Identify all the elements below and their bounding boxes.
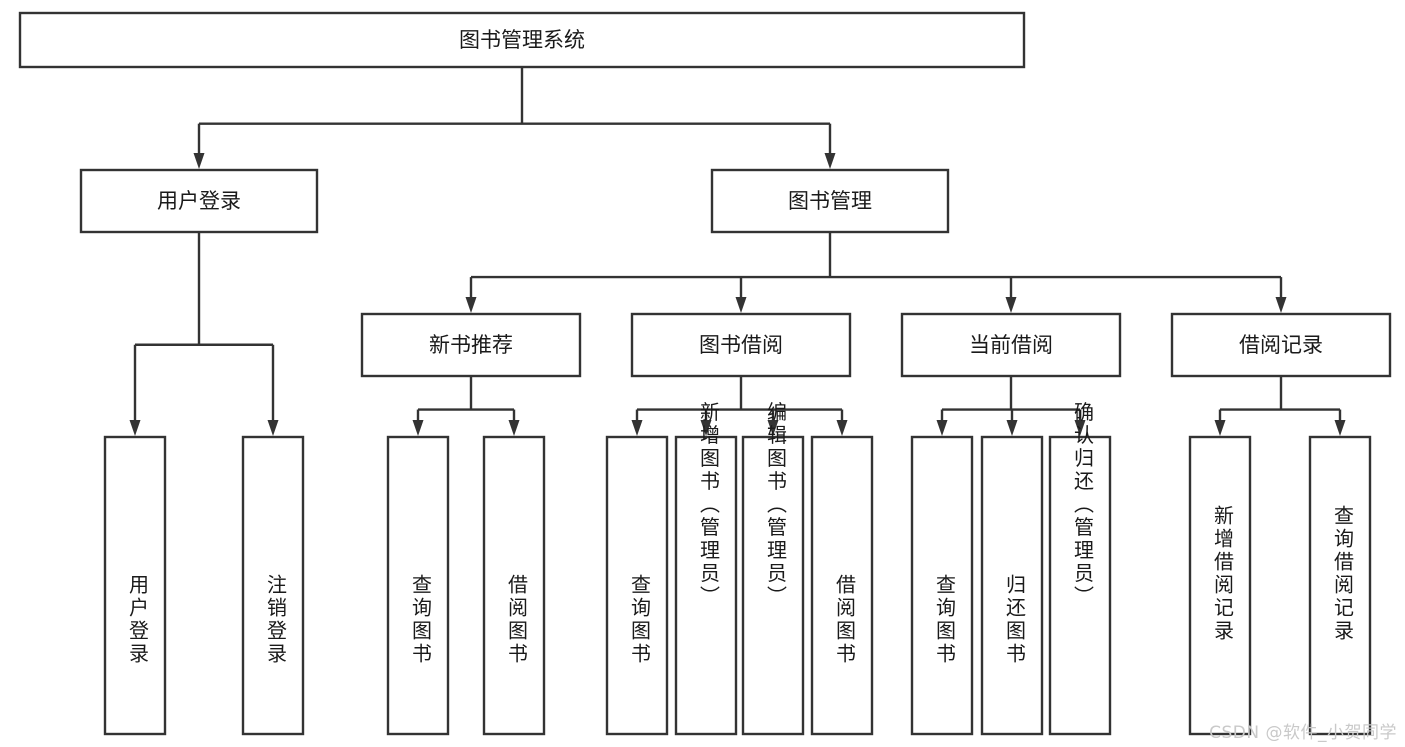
arrow-head-icon <box>767 420 779 436</box>
node-label: 编辑图书（管理员） <box>764 401 788 608</box>
arrow-head-icon <box>936 420 948 436</box>
node-box[interactable] <box>900 312 1122 378</box>
node-label: 新增借阅记录 <box>1211 505 1235 643</box>
node-box[interactable] <box>1048 435 1112 736</box>
node-leaf-borrow-book-1[interactable]: 借阅图书 <box>482 435 546 736</box>
node-leaf-add-record[interactable]: 新增借阅记录 <box>1188 435 1252 736</box>
node-box[interactable] <box>18 11 1026 69</box>
node-leaf-confirm-return[interactable]: 确认归还（管理员） <box>1048 401 1112 736</box>
node-label: 当前借阅 <box>969 333 1053 357</box>
node-box[interactable] <box>1188 435 1252 736</box>
node-label: 图书借阅 <box>699 333 783 357</box>
arrow-head-icon <box>508 420 520 436</box>
node-new-book-rec[interactable]: 新书推荐 <box>360 312 582 378</box>
node-leaf-query-record[interactable]: 查询借阅记录 <box>1308 435 1372 736</box>
node-label: 借阅图书 <box>833 574 857 666</box>
arrow-head-icon <box>1214 420 1226 436</box>
arrow-head-icon <box>631 420 643 436</box>
arrow-head-icon <box>1074 420 1086 436</box>
node-box[interactable] <box>910 435 974 736</box>
node-current-borrow[interactable]: 当前借阅 <box>900 312 1122 378</box>
node-root[interactable]: 图书管理系统 <box>18 11 1026 69</box>
arrow-head-icon <box>129 420 141 436</box>
node-box[interactable] <box>810 435 874 736</box>
node-label: 用户登录 <box>126 574 150 666</box>
node-book-borrow[interactable]: 图书借阅 <box>630 312 852 378</box>
node-label: 查询图书 <box>933 574 957 666</box>
arrow-head-icon <box>735 297 747 313</box>
node-book-manage[interactable]: 图书管理 <box>710 168 950 234</box>
node-leaf-query-book-3[interactable]: 查询图书 <box>910 435 974 736</box>
node-label: 用户登录 <box>157 189 241 213</box>
arrow-head-icon <box>700 420 712 436</box>
node-label: 借阅记录 <box>1239 333 1323 357</box>
node-label: 注销登录 <box>264 574 288 666</box>
node-borrow-record[interactable]: 借阅记录 <box>1170 312 1392 378</box>
node-leaf-return-book[interactable]: 归还图书 <box>980 435 1044 736</box>
arrow-head-icon <box>836 420 848 436</box>
node-label: 查询图书 <box>409 574 433 666</box>
arrow-head-icon <box>465 297 477 313</box>
node-box[interactable] <box>360 312 582 378</box>
node-box[interactable] <box>741 435 805 736</box>
node-leaf-borrow-book-2[interactable]: 借阅图书 <box>810 435 874 736</box>
node-box[interactable] <box>482 435 546 736</box>
node-box[interactable] <box>103 435 167 736</box>
node-leaf-user-logout[interactable]: 注销登录 <box>241 435 305 736</box>
node-label: 查询图书 <box>628 574 652 666</box>
node-label: 图书管理 <box>788 189 872 213</box>
node-box[interactable] <box>605 435 669 736</box>
node-box[interactable] <box>386 435 450 736</box>
node-box[interactable] <box>79 168 319 234</box>
node-label: 归还图书 <box>1003 574 1027 666</box>
arrow-head-icon <box>1334 420 1346 436</box>
node-box[interactable] <box>1170 312 1392 378</box>
node-box[interactable] <box>241 435 305 736</box>
arrow-head-icon <box>1006 420 1018 436</box>
arrow-head-icon <box>1005 297 1017 313</box>
csdn-watermark: CSDN @软件_小贺同学 <box>1209 723 1397 743</box>
node-label: 图书管理系统 <box>459 28 585 52</box>
node-label: 查询借阅记录 <box>1331 505 1355 643</box>
node-box[interactable] <box>710 168 950 234</box>
node-box[interactable] <box>980 435 1044 736</box>
node-leaf-edit-book[interactable]: 编辑图书（管理员） <box>741 401 805 736</box>
node-leaf-query-book-2[interactable]: 查询图书 <box>605 435 669 736</box>
arrow-head-icon <box>267 420 279 436</box>
node-label: 借阅图书 <box>505 574 529 666</box>
node-label: 确认归还（管理员） <box>1071 401 1095 608</box>
node-leaf-query-book-1[interactable]: 查询图书 <box>386 435 450 736</box>
arrow-head-icon <box>1275 297 1287 313</box>
node-leaf-user-login[interactable]: 用户登录 <box>103 435 167 736</box>
arrow-head-icon <box>412 420 424 436</box>
node-leaf-add-book[interactable]: 新增图书（管理员） <box>674 401 738 736</box>
node-box[interactable] <box>1308 435 1372 736</box>
arrow-head-icon <box>193 153 205 169</box>
node-box[interactable] <box>674 435 738 736</box>
arrow-head-icon <box>824 153 836 169</box>
node-label: 新增图书（管理员） <box>697 401 721 608</box>
node-user-login[interactable]: 用户登录 <box>79 168 319 234</box>
node-label: 新书推荐 <box>429 333 513 357</box>
nodes-layer: 图书管理系统用户登录图书管理新书推荐图书借阅当前借阅借阅记录用户登录注销登录查询… <box>18 11 1392 736</box>
node-box[interactable] <box>630 312 852 378</box>
edges-layer <box>129 67 1346 436</box>
